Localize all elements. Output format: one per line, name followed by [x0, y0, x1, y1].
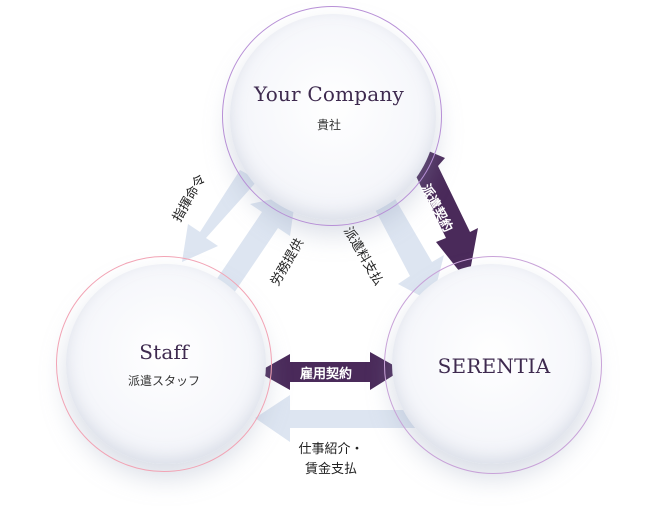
label-job-intro-line1: 仕事紹介・	[298, 442, 364, 457]
label-job-intro-line2: 賃金支払	[304, 462, 357, 477]
label-employment-contract: 雇用契約	[300, 367, 353, 382]
arrow-fee	[370, 190, 444, 302]
staff-subtitle: 派遣スタッフ	[127, 374, 200, 388]
company-ring	[222, 6, 442, 226]
serentia-title: SERENTIA	[437, 354, 551, 378]
arrow-employment-contract	[258, 352, 402, 390]
company-subtitle: 貴社	[316, 118, 341, 132]
label-job-intro: 仕事紹介・ 賃金支払	[286, 440, 376, 480]
arrow-labor	[212, 194, 296, 296]
arrow-job-intro	[255, 395, 420, 442]
staff-ring	[56, 256, 272, 472]
arrow-instruction	[182, 170, 258, 262]
staff-title: Staff	[139, 340, 189, 364]
arrow-dispatch-contract	[406, 144, 478, 282]
serentia-ring	[384, 256, 602, 474]
company-title: Your Company	[254, 82, 404, 106]
